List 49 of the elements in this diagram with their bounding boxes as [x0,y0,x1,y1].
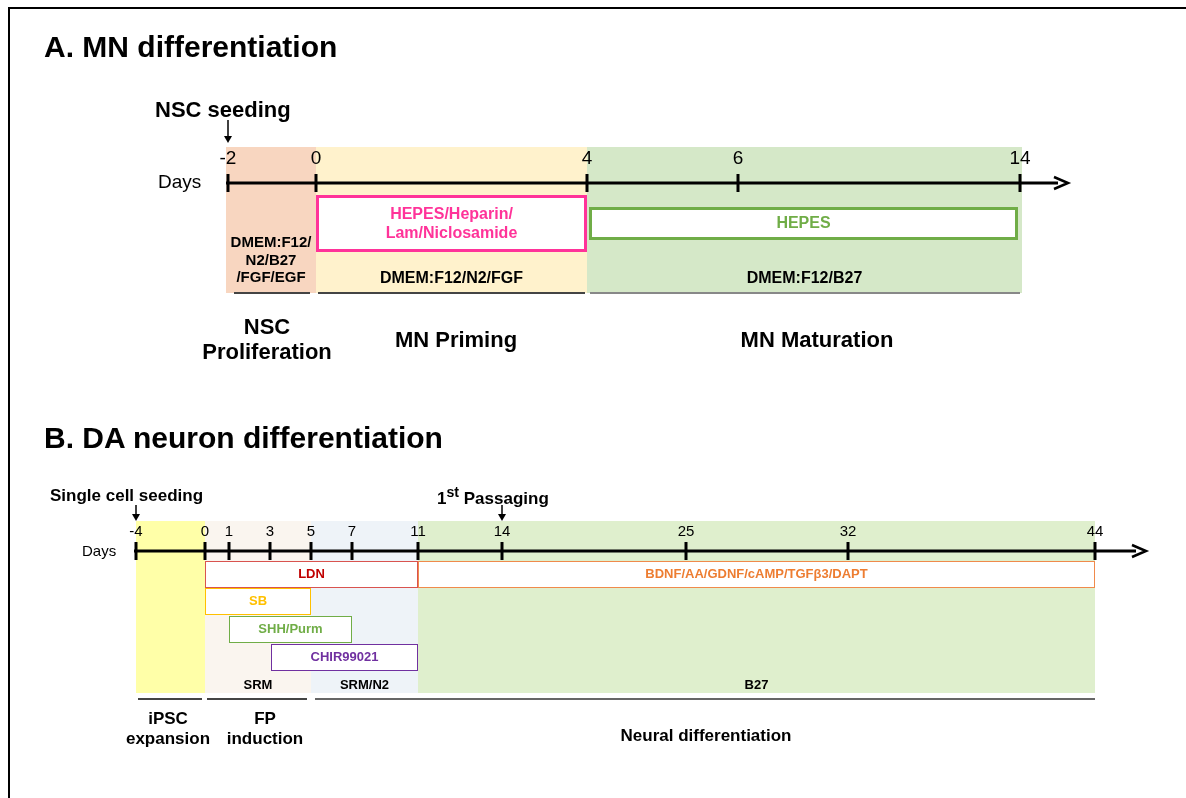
treatment-box [205,561,418,588]
treatment-label: HEPES [776,214,831,233]
medium-label: DMEM:F12/B27 [746,268,863,287]
treatment-label: LDN [298,567,325,582]
tick-label: 14 [492,522,512,540]
phase-label: MN Priming [393,327,519,353]
tick-label: -4 [128,522,144,540]
phase-label: NSC Proliferation [201,314,333,365]
phase-label: iPSC expansion [124,709,212,749]
tick-label: 0 [309,147,323,169]
tick-label: 1 [223,522,235,540]
treatment-label: HEPES/Heparin/ Lam/Niclosamide [384,205,519,242]
treatment-box [316,195,587,252]
medium-label: B27 [744,678,769,693]
event-label: 1$^{st}$ Passaging [437,484,550,509]
medium-label: DMEM:F12/ N2/B27 /FGF/EGF [229,233,313,285]
phase-label: FP induction [225,709,305,749]
phase-label: MN Maturation [739,327,895,353]
medium-label: DMEM:F12/N2/FGF [379,268,524,287]
tick-label: 5 [305,522,317,540]
treatment-box [589,207,1018,240]
tick-label: 32 [838,522,858,540]
section-title: A. MN differentiation [44,30,339,65]
medium-label: SRM/N2 [339,678,390,693]
medium-label: SRM [243,678,273,693]
treatment-box [271,644,418,671]
event-label: NSC seeding [155,97,292,123]
tick-label: 3 [264,522,276,540]
event-label: Single cell seeding [50,486,205,506]
tick-label: 44 [1085,522,1105,540]
treatment-label: BDNF/AA/GDNF/cAMP/TGFβ3/DAPT [645,567,868,582]
tick-label: 4 [580,147,594,169]
treatment-label: SHH/Purm [258,622,323,637]
treatment-label: SB [248,594,268,609]
tick-label: 14 [1008,147,1032,169]
treatment-box [205,588,311,615]
tick-label: 0 [199,522,211,540]
treatment-box [418,561,1095,588]
tick-label: 25 [676,522,696,540]
treatment-label: CHIR99021 [310,650,379,665]
section-title: B. DA neuron differentiation [44,421,444,456]
treatment-box [229,616,352,643]
phase-label: Neural differentiation [619,726,793,746]
axis-label: Days [82,542,118,560]
axis-label: Days [158,171,203,193]
tick-label: 7 [346,522,358,540]
tick-label: 11 [409,522,427,540]
tick-label: -2 [218,147,238,169]
tick-label: 6 [731,147,745,169]
